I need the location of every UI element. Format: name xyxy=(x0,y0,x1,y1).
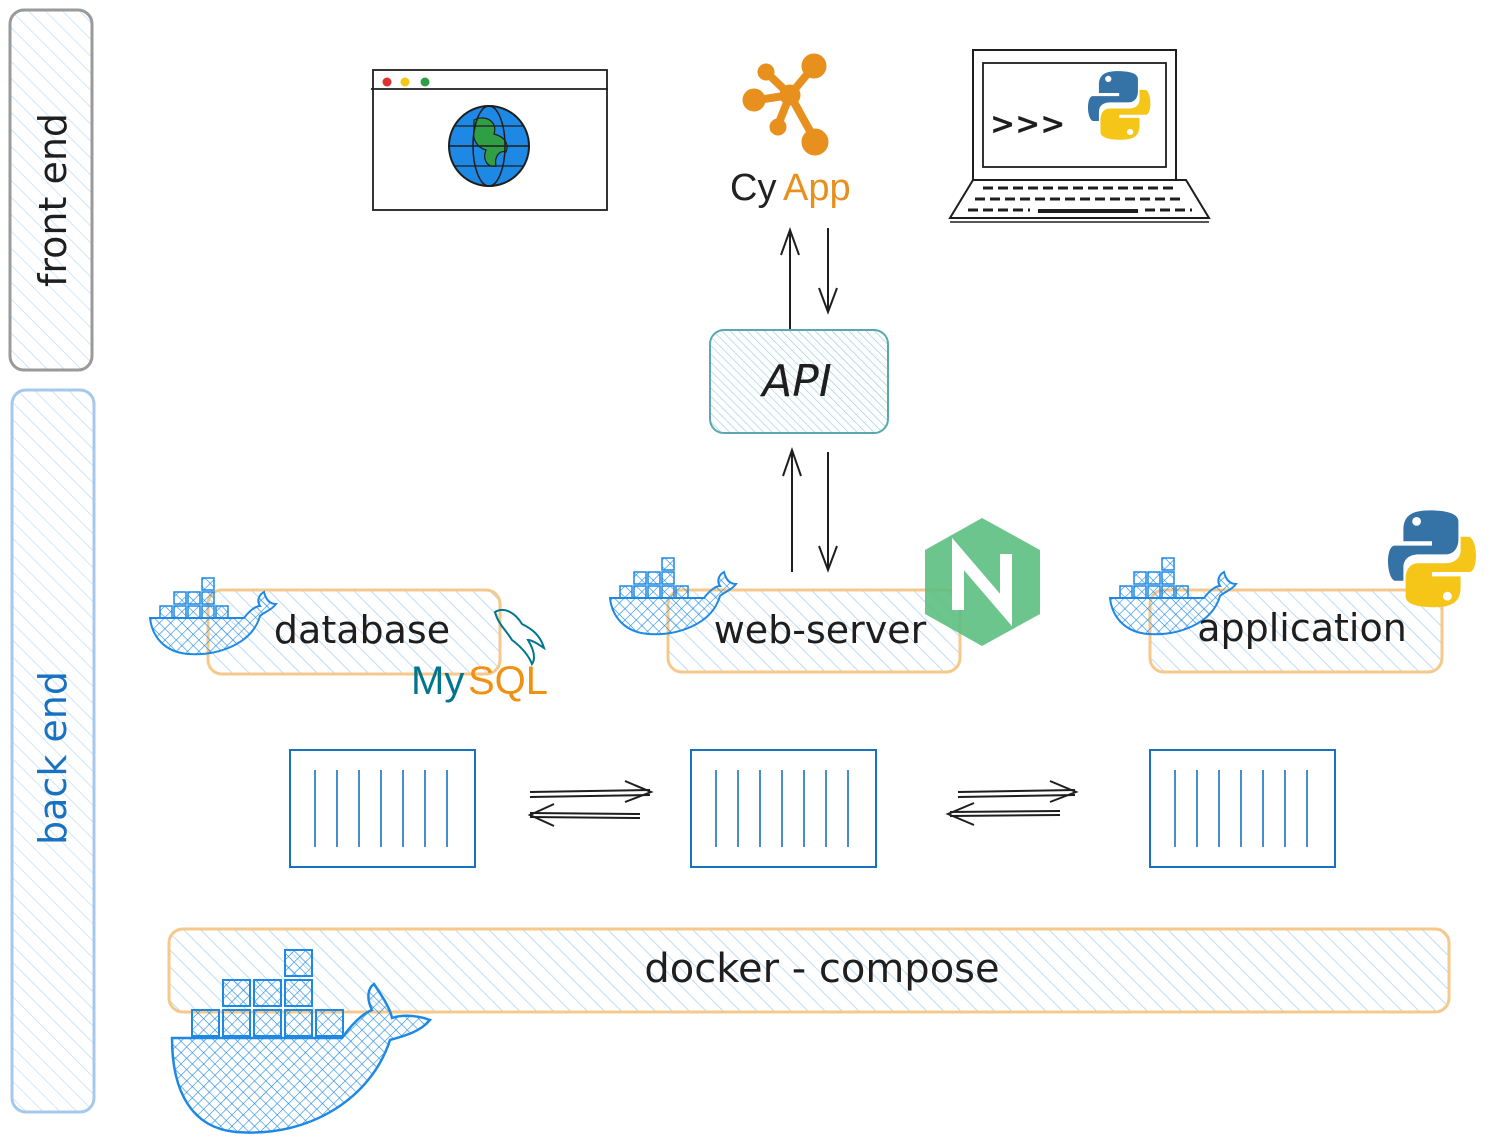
container-icon xyxy=(1149,749,1336,868)
container-icon xyxy=(289,749,476,868)
cyapp-logo: Cy App xyxy=(730,53,851,209)
cyapp-cy-label: Cy xyxy=(730,167,776,209)
browser-icon xyxy=(371,69,608,211)
laptop-icon: >>> xyxy=(948,49,1211,223)
api-webserver-arrows xyxy=(782,446,838,573)
mysql-logo: My SQL xyxy=(411,608,548,703)
front-end-label: front end xyxy=(31,113,75,287)
cyapp-api-arrows xyxy=(780,227,838,330)
database-label: database xyxy=(274,608,450,652)
globe-icon xyxy=(448,105,530,187)
cyapp-icon xyxy=(742,53,829,156)
web-server-label: web-server xyxy=(714,608,927,652)
docker-compose-bar: docker - compose xyxy=(167,927,1451,1014)
mysql-sql-label: SQL xyxy=(468,659,548,703)
application-service: application xyxy=(1109,510,1476,674)
mysql-my-label: My xyxy=(411,659,464,703)
front-end-band: front end xyxy=(8,8,94,372)
container-arrows-left xyxy=(527,780,654,827)
laptop-prompt: >>> xyxy=(990,107,1065,142)
database-service: database My SQL xyxy=(149,577,548,703)
web-server-service: web-server xyxy=(609,518,1040,674)
container-icon xyxy=(690,749,877,868)
back-end-band: back end xyxy=(10,388,96,1114)
docker-icon xyxy=(170,949,433,1134)
docker-compose-label: docker - compose xyxy=(644,946,999,992)
nginx-icon xyxy=(925,518,1040,646)
container-arrows-right xyxy=(945,780,1079,826)
mysql-dolphin-icon xyxy=(493,608,546,667)
api-box: API xyxy=(709,329,889,434)
back-end-label: back end xyxy=(31,671,75,845)
api-label: API xyxy=(759,356,832,407)
application-label: application xyxy=(1197,606,1407,650)
cyapp-app-label: App xyxy=(783,167,851,209)
